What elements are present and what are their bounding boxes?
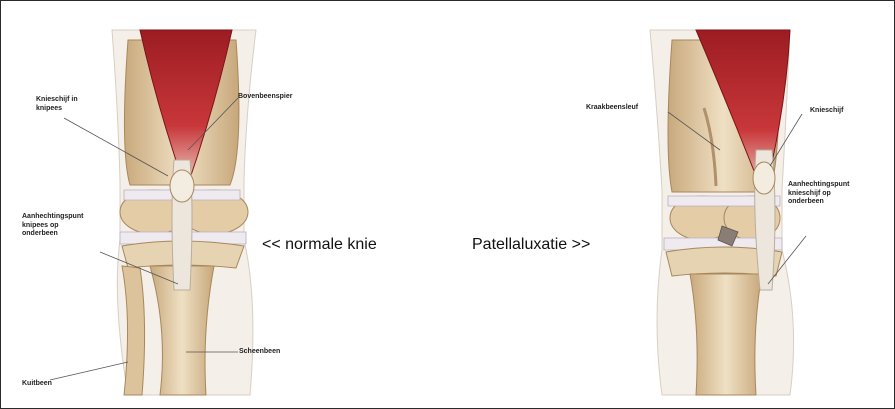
luxation-knee-illustration	[650, 30, 806, 395]
leader-kuitbeen	[50, 362, 128, 380]
caption-normal-knee: << normale knie	[262, 236, 377, 254]
label-bovenbeenspier: Bovenbeenspier	[238, 93, 292, 102]
label-knieschijf: Knieschijf	[810, 107, 843, 116]
label-kuitbeen: Kuitbeen	[22, 380, 52, 389]
label-knieschijf-knippees: Knieschijf in knipees	[36, 96, 78, 113]
patella	[170, 170, 194, 202]
patella-luxated	[753, 162, 775, 194]
label-scheenbeen: Scheenbeen	[239, 348, 280, 357]
label-aanhechtingspunt-right: Aanhechtingspunt knieschijf op onderbeen	[788, 181, 849, 207]
tibia-bone	[690, 274, 762, 395]
caption-patellaluxatie: Patellaluxatie >>	[472, 236, 590, 254]
label-aanhechtingspunt-left: Aanhechtingspunt knipees op onderbeen	[22, 213, 83, 239]
label-kraakbeensleuf: Kraakbeensleuf	[586, 104, 638, 113]
